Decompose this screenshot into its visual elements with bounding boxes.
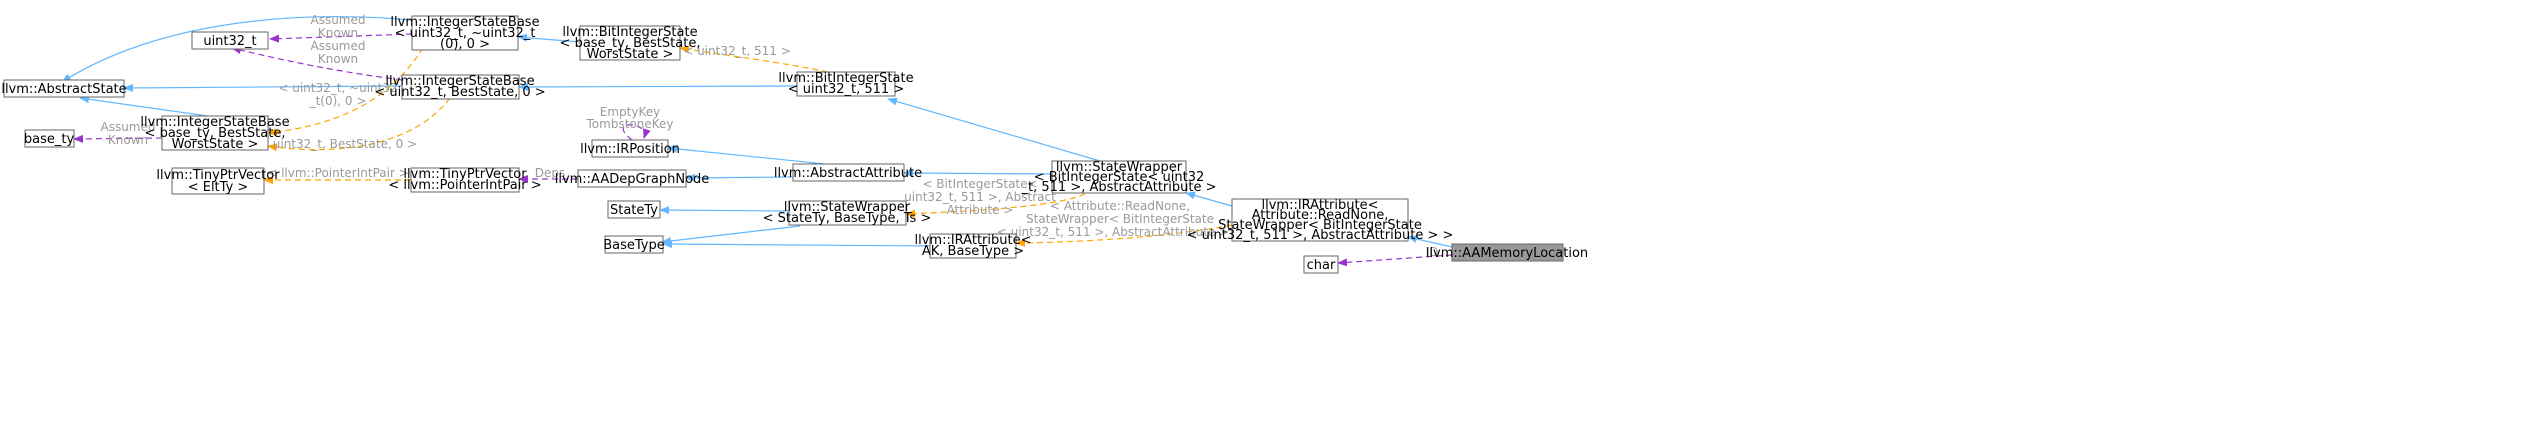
node-bis-511[interactable]: llvm::BitIntegerState< uint32_t, 511 >: [778, 71, 913, 97]
svg-text:llvm::BitIntegerState< uint32_: llvm::BitIntegerState< uint32_t, 511 >: [778, 71, 913, 97]
svg-text:llvm::AADepGraphNode: llvm::AADepGraphNode: [555, 172, 710, 187]
edge-isb-neg-to-abstractstate: [61, 16, 413, 83]
node-char[interactable]: char: [1303, 255, 1339, 274]
inheritance-edges: [61, 16, 1453, 249]
edge-sw-generic-to-basetype: [661, 225, 801, 245]
template-edges: [263, 45, 1233, 247]
node-uint32[interactable]: uint32_t: [191, 31, 269, 50]
svg-text:llvm::IntegerStateBase< uint32: llvm::IntegerStateBase< uint32_t, ~uint3…: [390, 15, 539, 52]
edge-ira-readnone-from-generic: [1015, 224, 1233, 247]
svg-text:llvm::AAMemoryLocation: llvm::AAMemoryLocation: [1426, 246, 1588, 261]
label-tmpl-best: < uint32_t, BestState, 0 >: [259, 137, 417, 151]
node-isb-uint32-best[interactable]: llvm::IntegerStateBase< uint32_t, BestSt…: [374, 74, 545, 100]
node-bis-base[interactable]: llvm::BitIntegerState< base_ty, BestStat…: [560, 25, 701, 62]
edge-isb-neg-uses-uint32: [269, 33, 413, 43]
node-statety[interactable]: StateTy: [607, 200, 661, 219]
svg-text:llvm::AbstractState: llvm::AbstractState: [1, 82, 126, 97]
svg-text:llvm::IRAttribute<Attribute::R: llvm::IRAttribute<Attribute::ReadNone,St…: [1187, 198, 1454, 243]
edge-isb-base-to-abstractstate: [79, 95, 223, 119]
usage-edges: [73, 33, 1453, 267]
svg-text:uint32_t: uint32_t: [203, 34, 256, 49]
svg-text:llvm::StateWrapper< StateTy, B: llvm::StateWrapper< StateTy, BaseType, T…: [763, 200, 932, 226]
node-isb-uint32-neg[interactable]: llvm::IntegerStateBase< uint32_t, ~uint3…: [390, 15, 539, 52]
svg-text:llvm::TinyPtrVector< EltTy >: llvm::TinyPtrVector< EltTy >: [156, 168, 280, 195]
node-ira-readnone[interactable]: llvm::IRAttribute<Attribute::ReadNone,St…: [1187, 198, 1454, 243]
edge-aamemloc-to-ira-readnone: [1407, 235, 1453, 248]
svg-text:llvm::AbstractAttribute: llvm::AbstractAttribute: [774, 166, 922, 181]
edge-bis-base-to-isb-neg: [517, 33, 581, 43]
node-abstract-attribute[interactable]: llvm::AbstractAttribute: [774, 163, 922, 182]
node-abstract-state[interactable]: llvm::AbstractState: [1, 79, 127, 98]
svg-text:char: char: [1307, 258, 1336, 273]
svg-text:BaseType: BaseType: [603, 238, 665, 253]
node-base-ty[interactable]: base_ty: [24, 129, 75, 148]
svg-text:llvm::StateWrapper< BitInteger: llvm::StateWrapper< BitIntegerState< uin…: [1021, 160, 1217, 195]
edge-isb-neg-from-isb-base: [267, 47, 424, 136]
edge-aamemloc-uses-char: [1337, 254, 1453, 267]
svg-text:llvm::IRAttribute<AK, BaseType: llvm::IRAttribute<AK, BaseType >: [915, 233, 1032, 259]
edge-ira-generic-to-basetype: [662, 240, 931, 249]
svg-text:llvm::IRPosition: llvm::IRPosition: [580, 142, 680, 157]
svg-text:llvm::BitIntegerState< base_ty: llvm::BitIntegerState< base_ty, BestStat…: [560, 25, 701, 62]
edge-sw-bis-to-bis511: [887, 97, 1101, 162]
edge-sw-generic-to-statety: [659, 206, 790, 215]
edge-isb-base-uses-basety: [73, 134, 163, 143]
edge-ira-readnone-to-sw-bis: [1185, 191, 1233, 207]
node-irposition[interactable]: llvm::IRPosition: [580, 139, 680, 158]
label-deps: Deps: [535, 166, 566, 180]
label-sw-tmpl: < BitIntegerState<uint32_t, 511 >, Abstr…: [904, 177, 1056, 217]
label-tmpl-neg: < uint32_t, ~uint32_t(0), 0 >: [278, 81, 397, 108]
node-sw-bis[interactable]: llvm::StateWrapper< BitIntegerState< uin…: [1021, 160, 1217, 195]
node-aadep[interactable]: llvm::AADepGraphNode: [555, 169, 710, 188]
svg-text:base_ty: base_ty: [24, 132, 75, 147]
edge-isb-best-uses-uint32: [231, 46, 403, 81]
edge-bis511-from-bis-base: [679, 45, 829, 73]
label-id: ID: [1426, 245, 1439, 259]
edge-abstractattr-to-aadep: [685, 173, 794, 182]
svg-text:llvm::IntegerStateBase< base_t: llvm::IntegerStateBase< base_ty, BestSta…: [140, 115, 289, 152]
edge-irposition-self: [622, 124, 651, 141]
node-aamemorylocation[interactable]: llvm::AAMemoryLocation: [1426, 243, 1588, 262]
svg-text:llvm::IntegerStateBase< uint32: llvm::IntegerStateBase< uint32_t, BestSt…: [374, 74, 545, 100]
edge-sw-bis-from-generic: [905, 193, 1086, 218]
node-ira-generic[interactable]: llvm::IRAttribute<AK, BaseType >: [915, 233, 1032, 259]
node-tinyptr-ptrint[interactable]: llvm::TinyPtrVector< llvm::PointerIntPai…: [388, 167, 541, 193]
node-isb-base[interactable]: llvm::IntegerStateBase< base_ty, BestSta…: [140, 115, 289, 152]
svg-text:StateTy: StateTy: [610, 203, 658, 218]
svg-text:llvm::TinyPtrVector< llvm::Poi: llvm::TinyPtrVector< llvm::PointerIntPai…: [388, 167, 541, 193]
edge-sw-bis-to-abstractattr: [903, 169, 1053, 178]
node-sw-generic[interactable]: llvm::StateWrapper< StateTy, BaseType, T…: [763, 200, 932, 226]
edge-abstractattr-to-irposition: [667, 144, 836, 166]
edge-bis511-to-isb-best: [518, 82, 798, 91]
node-basetype[interactable]: BaseType: [603, 235, 665, 254]
edge-isb-best-to-abstractstate: [123, 83, 403, 92]
label-pointerintpair: < llvm::PointerIntPair >: [267, 166, 409, 180]
label-tmpl-511: < uint32_t, 511 >: [683, 44, 791, 58]
node-tinyptr-eltty[interactable]: llvm::TinyPtrVector< EltTy >: [156, 167, 280, 195]
edge-isb-best-from-isb-base: [267, 97, 451, 152]
label-ira-tmpl: < Attribute::ReadNone,StateWrapper< BitI…: [997, 199, 1243, 239]
